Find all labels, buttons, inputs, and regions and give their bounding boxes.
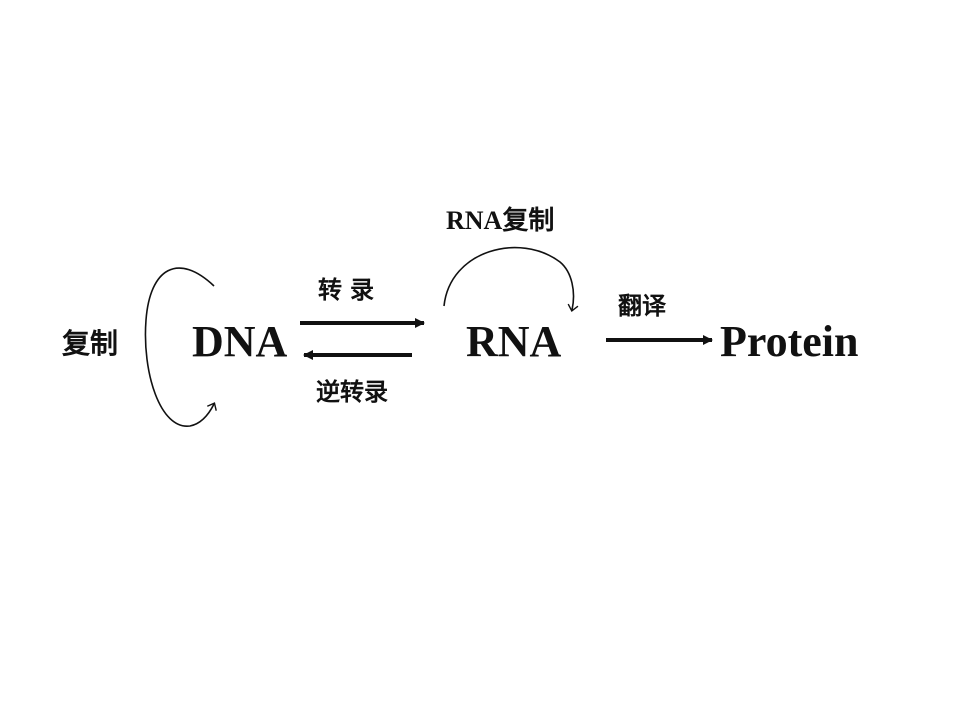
rna-node: RNA xyxy=(466,317,562,366)
protein-node: Protein xyxy=(720,317,859,366)
transcription-label: 转录 xyxy=(318,276,382,304)
dna-node: DNA xyxy=(192,317,288,366)
translation-label: 翻译 xyxy=(618,292,666,320)
dna-replication-loop-arrow xyxy=(144,267,217,427)
rna-replication-label: RNA复制 xyxy=(446,206,555,235)
rna-replication-arc-arrow xyxy=(443,246,579,313)
replication-label: 复制 xyxy=(62,327,119,360)
reverse-transcription-label: 逆转录 xyxy=(316,378,388,406)
